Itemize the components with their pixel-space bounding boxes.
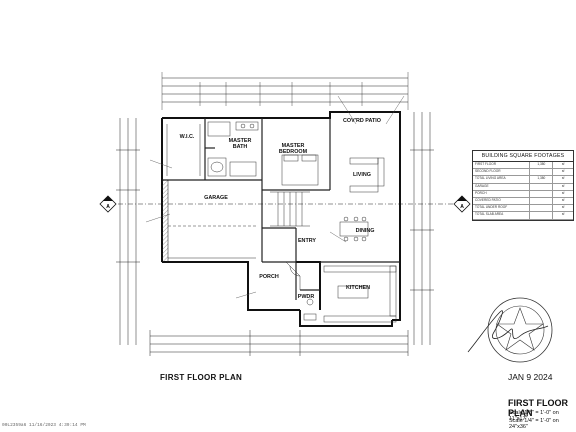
title-block-title: FIRST FLOOR PLAN [508, 398, 568, 418]
section-marker-right [453, 195, 471, 213]
room-label-master-bedroom: MASTER BEDROOM [278, 143, 308, 155]
plan-title: FIRST FLOOR PLAN [160, 373, 243, 382]
scale-note-1: Scale 1/8" = 1'-0" on 11"x17" [509, 410, 559, 422]
room-label-kitchen: KITCHEN [346, 285, 370, 291]
building-square-footages-table: BUILDING SQUARE FOOTAGES FIRST FLOOR 1,38… [472, 150, 574, 221]
bsf-cell [529, 197, 552, 205]
room-label-master-bath: MASTER BATH [228, 138, 252, 150]
room-label-dining: DINING [355, 228, 375, 234]
room-label-garage: GARAGE [204, 195, 228, 201]
bottom-dimension-lines [149, 330, 409, 356]
bsf-cell: PORCH [475, 190, 487, 195]
scale-note-2: Scale 1/4" = 1'-0" on 24"x36" [509, 418, 559, 430]
bsf-cell [529, 169, 552, 176]
bsf-title: BUILDING SQUARE FOOTAGES [473, 151, 573, 162]
bsf-row: GARAGE sf [473, 183, 573, 191]
annotation-leaders [145, 95, 405, 299]
section-marker-right-label: A [460, 204, 464, 210]
bsf-cell: sf [552, 169, 573, 176]
hatched-wall-section [161, 179, 169, 263]
bsf-cell: TOTAL LIVING AREA [475, 176, 506, 181]
bsf-cell: sf [552, 176, 573, 183]
side-dimension-lines [116, 112, 434, 345]
bsf-cell: sf [552, 190, 573, 197]
bsf-row: TOTAL SLAB AREA sf [473, 212, 573, 220]
room-label-living: LIVING [353, 172, 371, 178]
date-label: JAN 9 2024 [508, 372, 553, 382]
fixtures [166, 121, 397, 323]
bsf-cell [529, 205, 552, 212]
bsf-cell [529, 190, 552, 197]
bsf-cell: sf [552, 162, 573, 169]
bsf-cell [529, 183, 552, 190]
bsf-row: TOTAL UNDER ROOF sf [473, 205, 573, 213]
bsf-cell: sf [552, 197, 573, 205]
bsf-cell: COVERED PATIO [475, 197, 501, 202]
bsf-cell: sf [552, 212, 573, 219]
room-label-pwdr: PWDR [297, 294, 315, 300]
bsf-cell: 1,380 [529, 176, 552, 183]
room-label-porch: PORCH [259, 274, 279, 280]
print-stamp: 00L2359a6 11/16/2023 4:39:14 PM [2, 423, 86, 428]
bsf-cell: sf [552, 205, 573, 212]
room-label-covered-patio: COV'RD PATIO [343, 118, 381, 124]
bsf-row: SECOND FLOOR sf [473, 169, 573, 177]
section-marker-left [99, 195, 117, 213]
bsf-cell: sf [552, 183, 573, 190]
bsf-cell: 1,380 [529, 162, 552, 169]
signature [467, 310, 549, 353]
bsf-cell: FIRST FLOOR [475, 162, 497, 166]
interior-walls [162, 118, 400, 300]
bsf-row: PORCH sf [473, 190, 573, 198]
room-label-wic: W.I.C. [179, 134, 195, 140]
bsf-cell: TOTAL SLAB AREA [475, 212, 504, 217]
bsf-cell: TOTAL UNDER ROOF [475, 205, 508, 210]
bsf-cell: GARAGE [475, 183, 489, 188]
bsf-row: COVERED PATIO sf [473, 197, 573, 206]
top-dimension-lines [161, 72, 409, 110]
bsf-cell [529, 212, 552, 219]
seal-stamp [487, 297, 553, 363]
section-marker-left-label: A [106, 204, 110, 210]
room-label-entry: ENTRY [297, 238, 317, 244]
bsf-cell: SECOND FLOOR [475, 169, 501, 174]
